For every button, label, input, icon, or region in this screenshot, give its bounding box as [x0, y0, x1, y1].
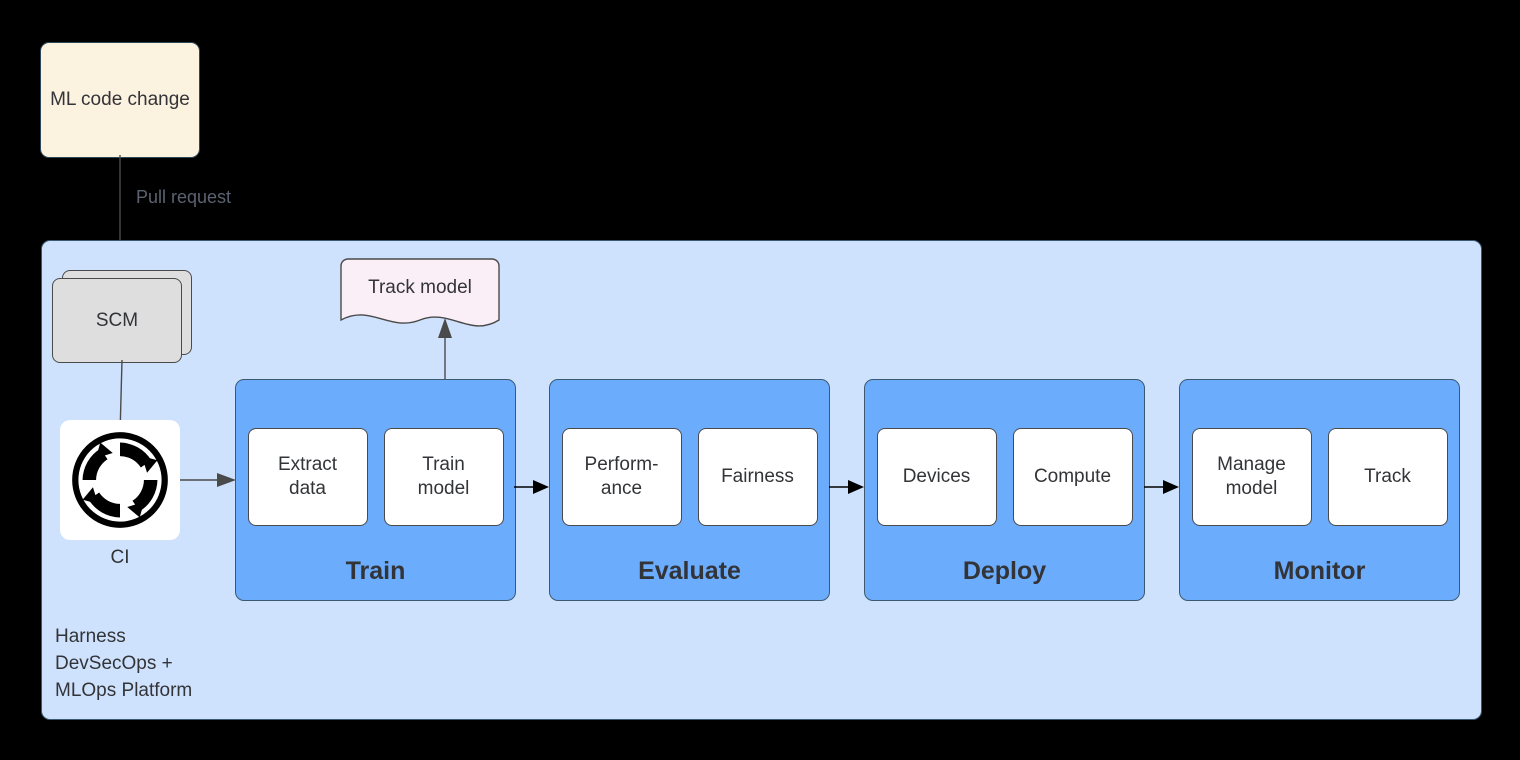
subnode-compute[interactable]: Compute: [1012, 428, 1133, 526]
stage-monitor[interactable]: Manage model Track Monitor: [1179, 379, 1460, 601]
stage-deploy-title: Deploy: [962, 557, 1047, 585]
continuous-integration-arrows-icon: [72, 432, 168, 528]
subnode-performance-label: Perform- ance: [584, 454, 659, 499]
subnode-compute-label: Compute: [1033, 466, 1112, 488]
subnode-manage-model-label: Manage model: [1217, 454, 1286, 499]
scm-node[interactable]: SCM: [52, 270, 192, 363]
subnode-fairness[interactable]: Fairness: [697, 428, 818, 526]
pull-request-edge-label: Pull request: [136, 187, 232, 207]
arrow-evaluate-to-deploy: [829, 480, 864, 494]
scm-stack-front-layer: SCM: [52, 278, 182, 363]
stage-deploy-subnodes: Devices Compute: [865, 428, 1144, 526]
subnode-devices[interactable]: Devices: [876, 428, 997, 526]
subnode-fairness-label: Fairness: [721, 466, 794, 488]
stage-evaluate-title: Evaluate: [638, 557, 741, 585]
subnode-manage-model[interactable]: Manage model: [1191, 428, 1312, 526]
ml-code-change-label: ML code change: [50, 89, 190, 111]
ci-label: CI: [110, 547, 130, 568]
subnode-track[interactable]: Track: [1327, 428, 1448, 526]
scm-label: SCM: [95, 309, 139, 331]
subnode-devices-label: Devices: [902, 466, 971, 488]
stage-monitor-title: Monitor: [1273, 557, 1366, 585]
ci-node[interactable]: [60, 420, 180, 540]
track-model-note[interactable]: Track model: [340, 258, 500, 334]
stage-evaluate-subnodes: Perform- ance Fairness: [550, 428, 829, 526]
arrow-deploy-to-monitor: [1144, 480, 1179, 494]
ml-code-change-node[interactable]: ML code change: [40, 42, 200, 158]
arrow-train-to-evaluate: [514, 480, 549, 494]
stage-train-title: Train: [345, 557, 406, 585]
stage-train-subnodes: Extract data Train model: [236, 428, 515, 526]
ci-to-train-connector: [180, 473, 236, 487]
subnode-track-label: Track: [1364, 466, 1411, 488]
track-model-label: Track model: [368, 277, 472, 298]
subnode-extract-data[interactable]: Extract data: [247, 428, 368, 526]
stage-evaluate[interactable]: Perform- ance Fairness Evaluate: [549, 379, 830, 601]
subnode-extract-data-label: Extract data: [277, 454, 338, 499]
platform-caption: Harness DevSecOps + MLOps Platform: [55, 626, 193, 701]
document-wave-shape: [340, 258, 500, 327]
subnode-performance[interactable]: Perform- ance: [561, 428, 682, 526]
stage-train[interactable]: Extract data Train model Train: [235, 379, 516, 601]
train-to-track-model-connector: [438, 318, 452, 387]
stage-deploy[interactable]: Devices Compute Deploy: [864, 379, 1145, 601]
subnode-train-model[interactable]: Train model: [383, 428, 504, 526]
stage-monitor-subnodes: Manage model Track: [1180, 428, 1459, 526]
subnode-train-model-label: Train model: [417, 454, 470, 499]
